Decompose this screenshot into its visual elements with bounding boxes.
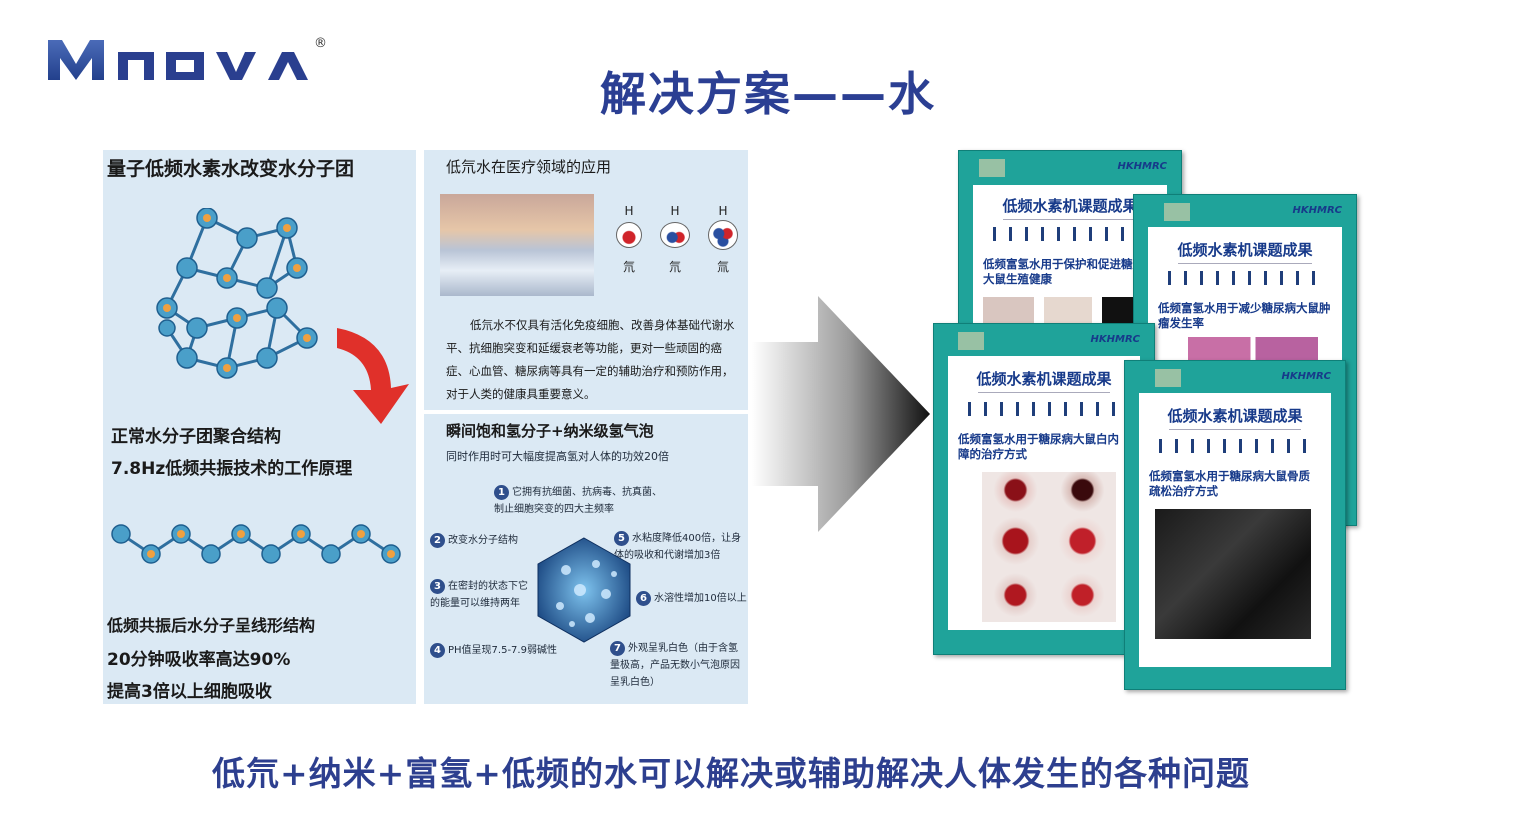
feature-6-text: 水溶性增加10倍以上 — [654, 593, 747, 604]
card-4-title: 低频水素机课题成果 — [1167, 407, 1303, 425]
blurred-logo — [1164, 203, 1190, 221]
page-title: 解决方案——水 — [600, 67, 936, 121]
blurred-logo — [958, 332, 984, 350]
molecule-cluster-illustration — [156, 208, 318, 379]
card-2-binding-rings — [1168, 271, 1322, 285]
card-2-divider — [1178, 263, 1312, 268]
blurred-logo — [1155, 369, 1181, 387]
feature-2-text: 改变水分子结构 — [448, 535, 518, 546]
feature-3-number: 3 — [430, 579, 445, 594]
research-card-4: HKHMRC 低频水素机课题成果 低频富氢水用于糖尿病大鼠骨质疏松治疗方式 — [1124, 360, 1346, 690]
hydrogen-heading: 瞬间饱和氢分子+纳米级氢气泡 — [446, 422, 654, 440]
card-1-divider — [1003, 219, 1137, 224]
red-arrow-icon — [337, 328, 409, 424]
arctic-landscape-image — [440, 194, 594, 296]
transition-arrow-icon — [752, 296, 930, 532]
card-4-binding-rings — [1159, 439, 1311, 453]
feature-7-text: 外观呈乳白色（由于含氢量极高，产品无数小气泡原因呈乳白色） — [610, 643, 740, 688]
hkhmrc-logo: HKHMRC — [1281, 371, 1331, 382]
card-3-divider — [978, 392, 1110, 397]
label-normal-structure: 正常水分子团聚合结构 — [111, 427, 281, 447]
atom-3: H 氚 — [706, 204, 740, 275]
card-2-title: 低频水素机课题成果 — [1177, 241, 1313, 259]
card-4-xray-photos — [1155, 509, 1311, 639]
card-1-photos — [983, 297, 1153, 327]
linear-molecule-illustration — [111, 524, 401, 564]
feature-1-number: 1 — [494, 485, 509, 500]
left-infographic-panel: 量子低频水素水改变水分子团 正常水分子团聚合结构 7.8Hz低频共振技术的工作原… — [103, 150, 416, 704]
card-3-body: 低频水素机课题成果 低频富氢水用于糖尿病大鼠白内障的治疗方式 — [948, 356, 1140, 630]
footer-statement: 低氘+纳米+富氢+低频的水可以解决或辅助解决人体发生的各种问题 — [212, 754, 1250, 793]
hydrogen-subheading: 同时作用时可大幅度提高氢对人体的功效20倍 — [446, 450, 669, 463]
label-absorption: 20分钟吸收率高达90% — [107, 650, 291, 670]
label-cell-absorption: 提高3倍以上细胞吸收 — [107, 682, 272, 702]
label-principle: 7.8Hz低频共振技术的工作原理 — [111, 459, 353, 479]
card-3-binding-rings — [968, 402, 1120, 416]
atom-2-label: 氘 — [668, 260, 681, 274]
atom-2-symbol: H — [670, 204, 680, 218]
card-1-binding-rings — [993, 227, 1147, 241]
card-2-photos — [1188, 337, 1318, 363]
card-4-divider — [1169, 429, 1301, 434]
card-1-title: 低频水素机课题成果 — [1002, 197, 1138, 215]
atom-2-icon — [660, 222, 690, 248]
card-1-subtitle: 低频富氢水用于保护和促进糖尿病大鼠生殖健康 — [983, 257, 1156, 286]
hkhmrc-logo: HKHMRC — [1117, 161, 1167, 172]
atom-1-icon — [616, 222, 642, 248]
card-4-subtitle: 低频富氢水用于糖尿病大鼠骨质疏松治疗方式 — [1149, 469, 1310, 498]
left-panel-heading: 量子低频水素水改变水分子团 — [107, 158, 355, 180]
hkhmrc-logo: HKHMRC — [1292, 205, 1342, 216]
feature-5-number: 5 — [614, 531, 629, 546]
feature-7-number: 7 — [610, 641, 625, 656]
label-linear-structure: 低频共振后水分子呈线形结构 — [107, 616, 316, 635]
feature-4-text: PH值呈现7.5-7.9弱碱性 — [448, 645, 557, 656]
atom-1-symbol: H — [624, 204, 634, 218]
atom-3-symbol: H — [718, 204, 728, 218]
card-3-eye-photos — [982, 472, 1116, 622]
deuterium-panel: 低氘水在医疗领域的应用 H 氘 H 氘 H 氚 低氘水不仅具有活化免疫细胞、改善… — [424, 150, 748, 410]
deuterium-paragraph: 低氘水不仅具有活化免疫细胞、改善身体基础代谢水平、抗细胞突变和延缓衰老等功能，更… — [446, 318, 735, 401]
feature-4-number: 4 — [430, 643, 445, 658]
atom-3-label: 氚 — [716, 260, 729, 274]
atom-1-label: 氘 — [622, 260, 635, 274]
atom-2: H 氘 — [658, 204, 692, 275]
hexagon-bubbles-illustration — [537, 537, 631, 643]
card-4-body: 低频水素机课题成果 低频富氢水用于糖尿病大鼠骨质疏松治疗方式 — [1139, 393, 1331, 667]
card-3-title: 低频水素机课题成果 — [976, 370, 1112, 388]
atom-1: H 氘 — [614, 204, 644, 275]
hkhmrc-logo: HKHMRC — [1090, 334, 1140, 345]
feature-1-text: 它拥有抗细菌、抗病毒、抗真菌、制止细胞突变的四大主频率 — [494, 487, 662, 515]
feature-6-number: 6 — [636, 591, 651, 606]
blurred-logo — [979, 159, 1005, 177]
atom-3-icon — [708, 220, 738, 250]
card-2-subtitle: 低频富氢水用于减少糖尿病大鼠肿瘤发生率 — [1158, 301, 1331, 330]
feature-2-number: 2 — [430, 533, 445, 548]
feature-5-text: 水粘度降低400倍，让身体的吸收和代谢增加3倍 — [614, 533, 742, 561]
feature-3-text: 在密封的状态下它的能量可以维持两年 — [430, 581, 528, 609]
research-card-3: HKHMRC 低频水素机课题成果 低频富氢水用于糖尿病大鼠白内障的治疗方式 — [933, 323, 1155, 655]
registered-mark: ® — [314, 36, 327, 51]
deuterium-heading: 低氘水在医疗领域的应用 — [446, 158, 612, 176]
mnova-logo: ® — [46, 34, 336, 88]
card-3-subtitle: 低频富氢水用于糖尿病大鼠白内障的治疗方式 — [958, 432, 1119, 461]
